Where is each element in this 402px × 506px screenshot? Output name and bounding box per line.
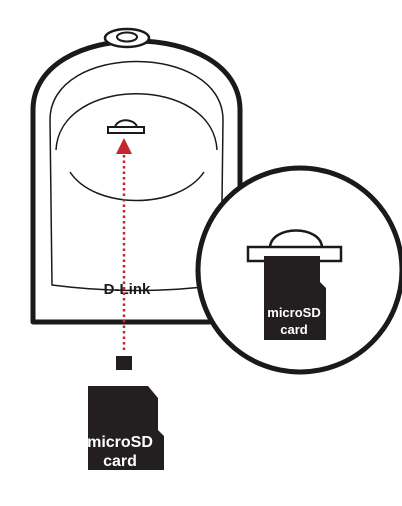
camera-top-lens: [103, 27, 151, 49]
loose-card-label-line2: card: [103, 453, 137, 470]
insertion-arrow: [116, 138, 132, 350]
inset-card-label-line2: card: [280, 322, 308, 337]
camera-chin-curve: [69, 171, 205, 202]
inset-microsd-card: microSD card: [264, 256, 326, 340]
zoom-inset: microSD card: [195, 165, 402, 375]
camera-sd-slot: [107, 119, 145, 134]
inset-card-label-line1: microSD: [267, 305, 320, 320]
camera-face-curve: [55, 93, 218, 151]
camera-brand-logo: D-Link: [104, 281, 151, 298]
camera-inner-shell: [49, 60, 224, 292]
camera: D-Link: [30, 27, 243, 325]
loose-microsd-card: microSD card: [87, 386, 164, 470]
card-contact-stub: [116, 356, 132, 370]
loose-card-label-line1: microSD: [87, 434, 153, 451]
